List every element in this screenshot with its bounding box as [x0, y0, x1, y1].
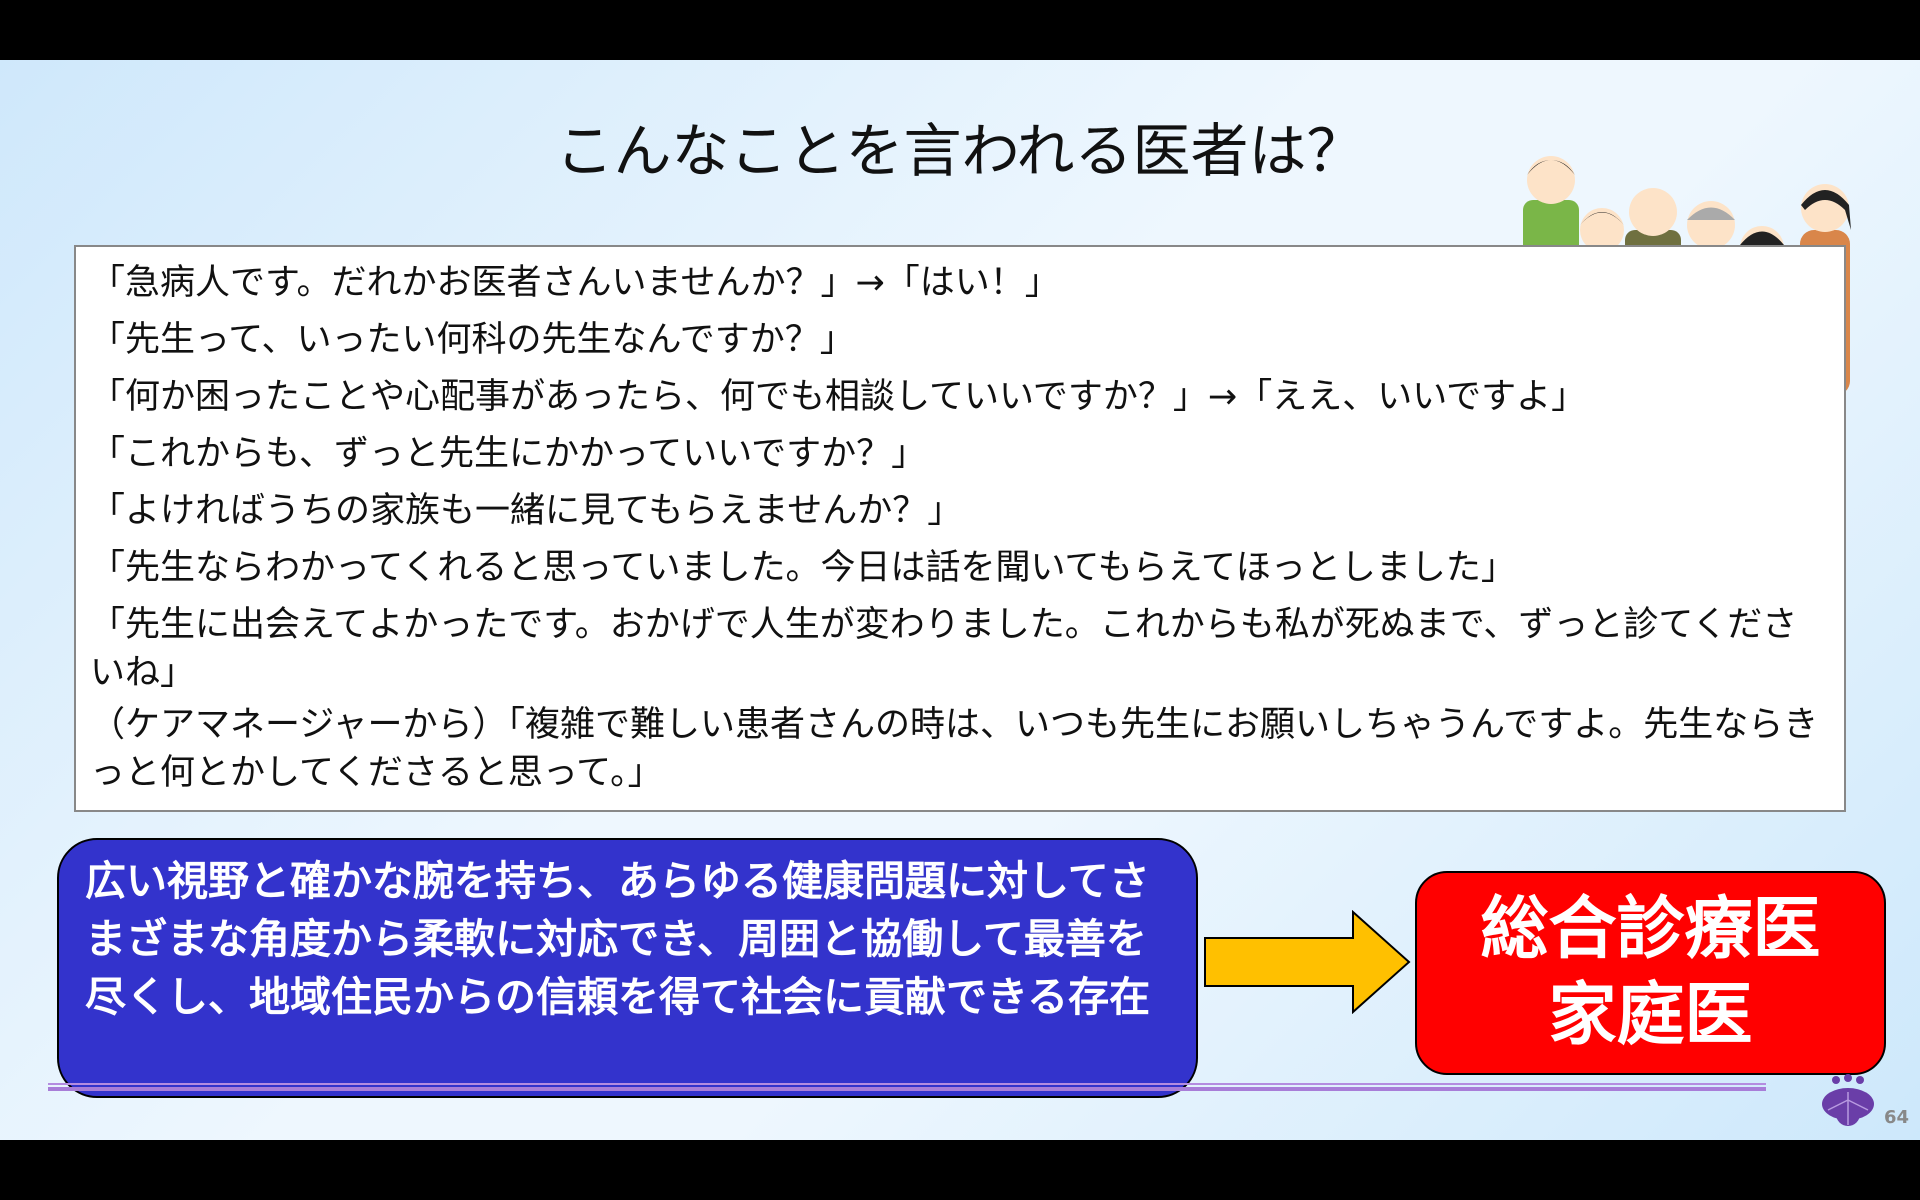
- footer-divider: [48, 1083, 1766, 1091]
- right-arrow-icon: [1204, 910, 1411, 1014]
- quote-5: 「よければうちの家族も一緒に見てもらえませんか？」: [90, 491, 963, 531]
- result-line-1: 総合診療医: [1480, 890, 1821, 969]
- summary-box: 広い視野と確かな腕を持ち、あらゆる健康問題に対してさまざまな角度から柔軟に対応で…: [57, 838, 1198, 1098]
- quote-6: 「先生ならわかってくれると思っていました。今日は話を聞いてもらえてほっとしました…: [90, 548, 1516, 588]
- quote-4: 「これからも、ずっと先生にかかっていいですか？」: [90, 434, 927, 474]
- quote-8: （ケアマネージャーから）「複雑で難しい患者さんの時は、いつも先生にお願いしちゃう…: [90, 705, 1819, 793]
- quote-2: 「先生って、いったい何科の先生なんですか？」: [90, 320, 855, 360]
- quote-7: 「先生に出会えてよかったです。おかげで人生が変わりました。これからも私が死ぬまで…: [90, 605, 1798, 693]
- paulownia-emblem-icon: [1822, 1074, 1874, 1126]
- quotes-box: 「急病人です。だれかお医者さんいませんか？」→「はい！」 「先生って、いったい何…: [74, 245, 1846, 812]
- result-line-2: 家庭医: [1548, 976, 1753, 1055]
- slide: こんなことを言われる医者は？ 「急病人です。だれかお医者さんいませんか？」→「は…: [0, 60, 1920, 1140]
- slide-title: こんなことを言われる医者は？: [555, 117, 1365, 185]
- quote-1: 「急病人です。だれかお医者さんいませんか？」→「はい！」: [90, 263, 1060, 303]
- quote-3: 「何か困ったことや心配事があったら、何でも相談していいですか？」→「ええ、いいで…: [90, 377, 1587, 417]
- page-number: 64: [1884, 1107, 1910, 1128]
- result-box: 総合診療医 家庭医: [1415, 871, 1886, 1075]
